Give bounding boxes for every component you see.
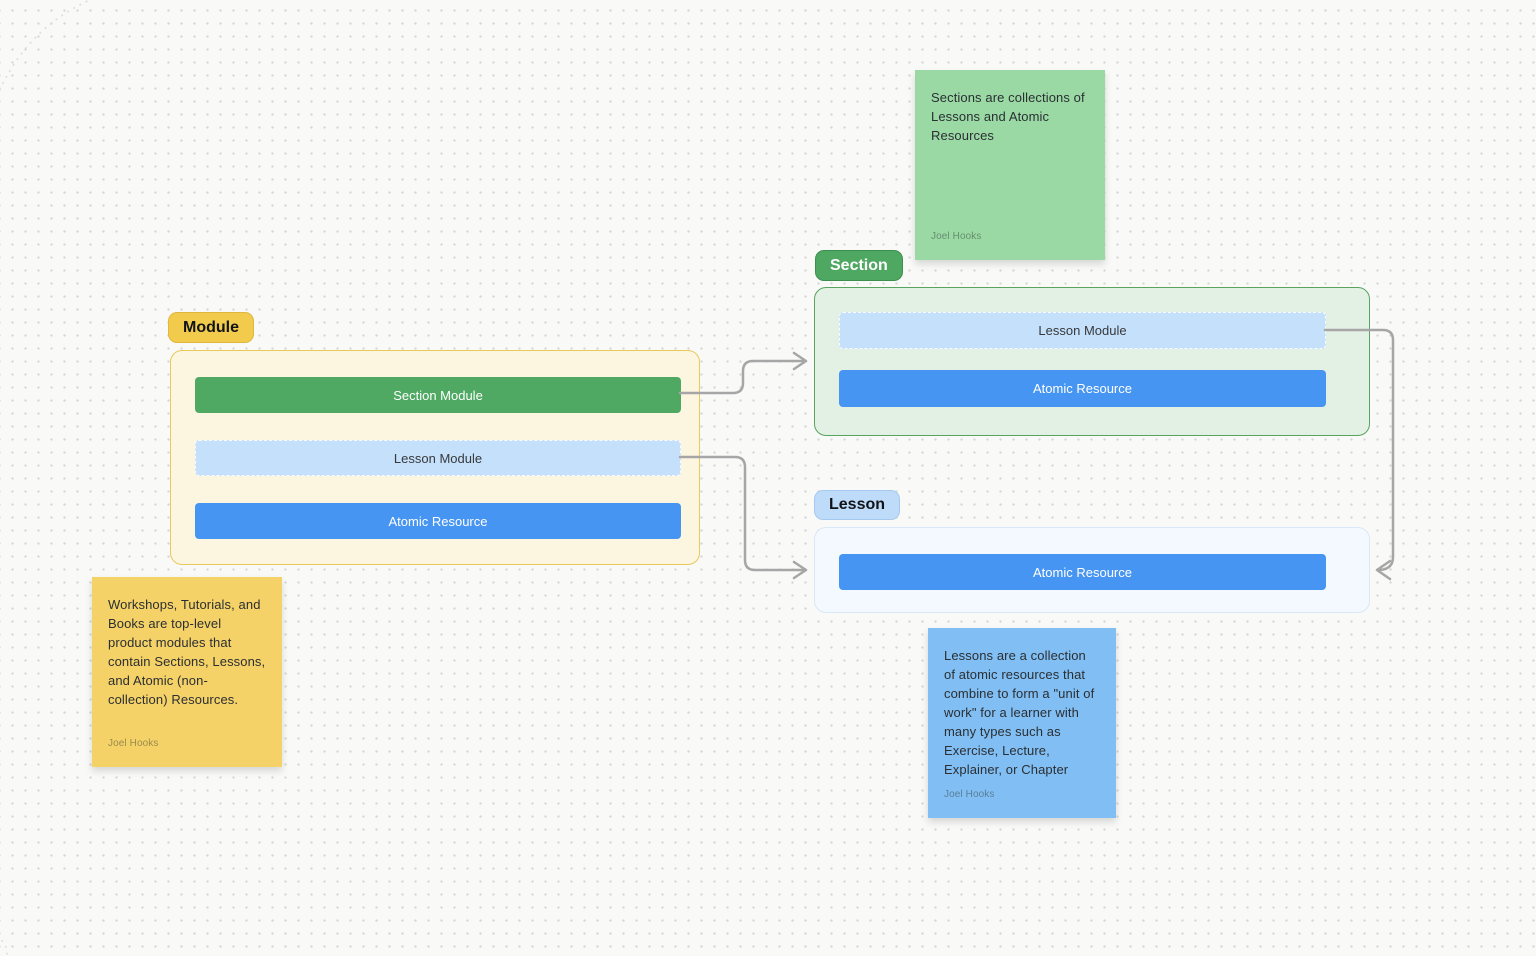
module-frame-atomic-resource-bar[interactable]: Atomic Resource xyxy=(195,503,681,539)
bar-label: Atomic Resource xyxy=(388,513,488,529)
module-frame[interactable]: Section Module Lesson Module Atomic Reso… xyxy=(170,350,700,565)
arrowhead-right-icon xyxy=(792,351,808,371)
section-frame-lesson-module-bar[interactable]: Lesson Module xyxy=(839,312,1326,349)
bar-label: Lesson Module xyxy=(393,450,483,466)
sticky-note-author: Joel Hooks xyxy=(108,738,159,749)
section-frame[interactable]: Lesson Module Atomic Resource xyxy=(814,287,1370,436)
connector-section-lesson-module-to-lesson[interactable] xyxy=(1323,328,1395,581)
sticky-note-text: Lessons are a collection of atomic resou… xyxy=(944,648,1095,777)
module-label-pill[interactable]: Module xyxy=(168,312,254,343)
lesson-frame[interactable]: Atomic Resource xyxy=(814,527,1370,613)
sticky-note-text: Sections are collections of Lessons and … xyxy=(931,90,1085,143)
bar-label: Lesson Module xyxy=(1038,323,1127,338)
arrowhead-right-icon xyxy=(792,560,808,580)
section-label-text: Section xyxy=(830,256,888,274)
lesson-label-pill[interactable]: Lesson xyxy=(814,490,901,520)
section-label-pill[interactable]: Section xyxy=(815,250,903,281)
module-frame-section-module-bar[interactable]: Section Module xyxy=(195,377,681,413)
sticky-note-modules[interactable]: Workshops, Tutorials, and Books are top-… xyxy=(92,577,282,767)
module-label-text: Module xyxy=(183,318,239,336)
bar-label: Atomic Resource xyxy=(1033,564,1132,580)
sticky-note-lessons[interactable]: Lessons are a collection of atomic resou… xyxy=(928,628,1116,818)
lesson-frame-atomic-resource-bar[interactable]: Atomic Resource xyxy=(839,554,1326,590)
lesson-label-text: Lesson xyxy=(829,496,886,513)
connector-lesson-module-to-lesson[interactable] xyxy=(678,455,808,580)
arrowhead-left-icon xyxy=(1375,559,1392,581)
connector-section-module-to-section[interactable] xyxy=(678,351,808,395)
bar-label: Atomic Resource xyxy=(1033,381,1132,396)
corner-arc-top-left xyxy=(0,0,92,92)
sticky-note-author: Joel Hooks xyxy=(944,789,995,800)
sticky-note-text: Workshops, Tutorials, and Books are top-… xyxy=(108,597,266,707)
section-frame-atomic-resource-bar[interactable]: Atomic Resource xyxy=(839,370,1326,407)
corner-arc-bottom-left xyxy=(0,937,8,956)
sticky-note-author: Joel Hooks xyxy=(931,231,982,242)
bar-label: Section Module xyxy=(393,387,483,403)
module-frame-lesson-module-bar[interactable]: Lesson Module xyxy=(195,440,681,476)
sticky-note-sections[interactable]: Sections are collections of Lessons and … xyxy=(915,70,1105,260)
